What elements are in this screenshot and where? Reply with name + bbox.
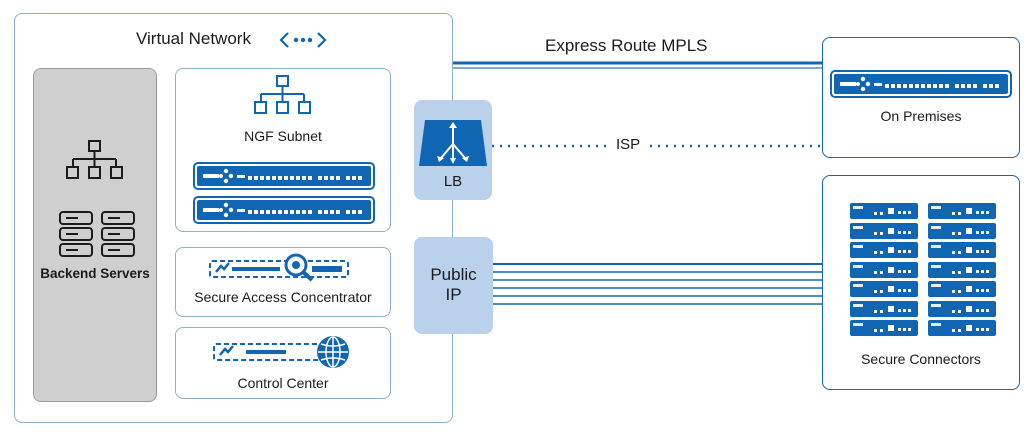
- backend-servers-label: Backend Servers: [40, 266, 150, 281]
- secure-connector-device-icon: [928, 242, 996, 258]
- on-premises-label: On Premises: [880, 108, 962, 124]
- public-ip-label: Public IP: [414, 265, 493, 305]
- secure-connector-device-icon: [850, 242, 918, 258]
- ngf-subnet-label: NGF Subnet: [244, 128, 322, 144]
- express-route-line: [452, 61, 822, 69]
- public-ip-box: [414, 237, 493, 334]
- secure-connector-device-icon: [850, 203, 918, 219]
- public-ip-label-line1: Public: [430, 265, 477, 284]
- express-route-label: Express Route MPLS: [545, 36, 708, 56]
- secure-connector-device-icon: [928, 320, 996, 336]
- secure-connector-device-icon: [928, 300, 996, 317]
- secure-connector-device-icon: [928, 261, 996, 278]
- virtual-network-icon: [279, 32, 327, 48]
- control-center-globe-icon: [213, 336, 349, 368]
- ngf-network-icon: [254, 75, 311, 114]
- secure-connector-device-icon: [928, 203, 996, 219]
- load-balancer-icon: [419, 120, 487, 166]
- secure-connector-device-icon: [850, 320, 918, 336]
- secure-connector-device-icon: [928, 222, 996, 239]
- lb-label: LB: [443, 173, 463, 190]
- control-center-box: [175, 327, 391, 399]
- firewall-appliance-icon-2: [193, 196, 375, 224]
- access-concentrator-key-icon: [209, 253, 349, 282]
- secure-connector-device-icon: [850, 281, 918, 297]
- secure-access-concentrator-label: Secure Access Concentrator: [194, 289, 372, 305]
- secure-access-concentrator-box: [175, 247, 391, 317]
- hierarchy-icon: [66, 140, 123, 179]
- public-ip-label-line2: IP: [445, 285, 462, 304]
- secure-connector-device-icon: [850, 222, 918, 239]
- secure-connectors-label: Secure Connectors: [861, 351, 981, 367]
- on-premises-firewall-icon: [830, 70, 1012, 98]
- backend-servers-panel: [33, 68, 157, 402]
- server-stack-icon: [59, 211, 135, 257]
- virtual-network-title: Virtual Network: [136, 29, 251, 48]
- firewall-appliance-icon-1: [193, 162, 375, 190]
- isp-label: ISP: [612, 136, 645, 153]
- control-center-label: Control Center: [237, 375, 329, 391]
- secure-connector-grid: [850, 203, 1000, 343]
- secure-connector-device-icon: [850, 261, 918, 278]
- secure-connector-device-icon: [928, 281, 996, 297]
- secure-connector-device-icon: [850, 300, 918, 317]
